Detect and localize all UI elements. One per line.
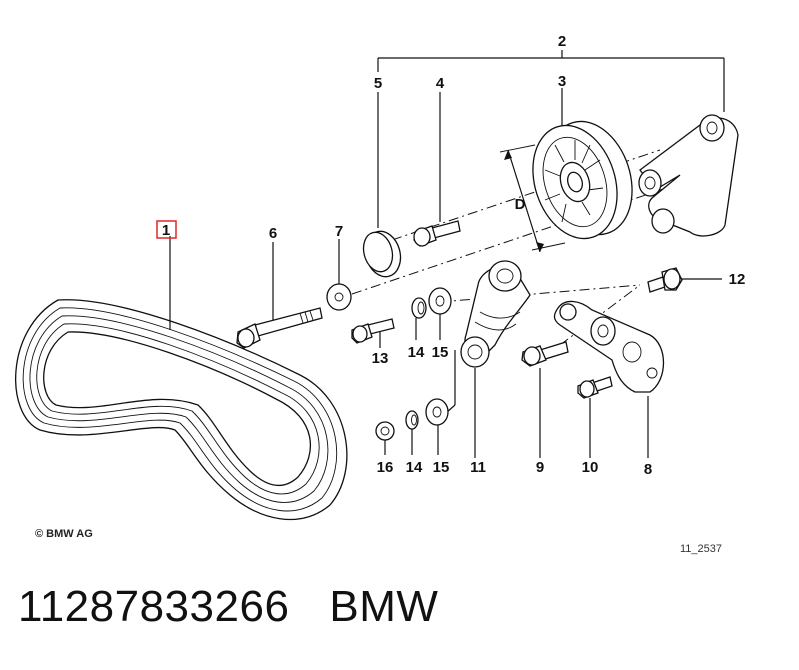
dust-cap[interactable] (359, 227, 405, 280)
idler-pulley[interactable] (519, 110, 646, 249)
bolt-13[interactable] (351, 318, 395, 344)
bolt-10[interactable] (577, 376, 613, 399)
part-number: 11287833266 (18, 582, 290, 631)
bolt-6[interactable] (236, 307, 323, 349)
drive-belt[interactable] (15, 299, 348, 521)
callout-14-lower[interactable]: 14 (406, 459, 423, 476)
washer-7[interactable] (326, 283, 352, 311)
callout-9[interactable]: 9 (536, 459, 544, 476)
tensioner-bracket[interactable] (553, 300, 664, 393)
callout-6[interactable]: 6 (269, 225, 277, 242)
callout-10[interactable]: 10 (582, 459, 599, 476)
dimension-d (499, 144, 566, 253)
parts-diagram: 1 2 3 4 5 6 7 8 9 10 11 12 13 14 15 16 1… (15, 33, 746, 555)
callout-2[interactable]: 2 (558, 33, 566, 50)
bolt-4[interactable] (413, 220, 461, 247)
callout-8[interactable]: 8 (644, 461, 652, 478)
washer-lower[interactable] (425, 398, 449, 426)
callout-3[interactable]: 3 (558, 73, 566, 90)
pulley-bracket[interactable] (638, 114, 739, 237)
callout-15-lower[interactable]: 15 (433, 459, 450, 476)
caption: 11287833266 BMW (18, 582, 438, 632)
exploded-view-drawing: 1 2 3 4 5 6 7 8 9 10 11 12 13 14 15 16 1… (15, 33, 746, 555)
callout-7[interactable]: 7 (335, 223, 343, 240)
callout-labels: 1 2 3 4 5 6 7 8 9 10 11 12 13 14 15 16 1… (162, 33, 746, 478)
callout-12[interactable]: 12 (729, 271, 746, 288)
spring-washer-lower[interactable] (405, 410, 419, 430)
brand-name: BMW (329, 582, 439, 631)
spring-washer-upper[interactable] (411, 297, 427, 319)
callout-4[interactable]: 4 (436, 75, 445, 92)
washer-upper[interactable] (428, 287, 452, 315)
callout-14-upper[interactable]: 14 (408, 344, 425, 361)
callout-highlight-box (156, 220, 177, 239)
spacer-16[interactable] (375, 421, 395, 441)
drawing-code: 11_2537 (680, 543, 722, 555)
dimension-d-label: D (515, 196, 526, 213)
bolt-12[interactable] (647, 267, 683, 293)
bolt-9[interactable] (521, 341, 569, 367)
callout-13[interactable]: 13 (372, 350, 389, 367)
belt-tensioner[interactable] (460, 260, 531, 368)
callout-11[interactable]: 11 (470, 459, 486, 476)
callout-15-upper[interactable]: 15 (432, 344, 449, 361)
callout-1[interactable]: 1 (162, 222, 170, 239)
callout-5[interactable]: 5 (374, 75, 382, 92)
callout-16[interactable]: 16 (377, 459, 394, 476)
copyright-notice: © BMW AG (35, 528, 93, 540)
leader-lines (169, 50, 725, 458)
